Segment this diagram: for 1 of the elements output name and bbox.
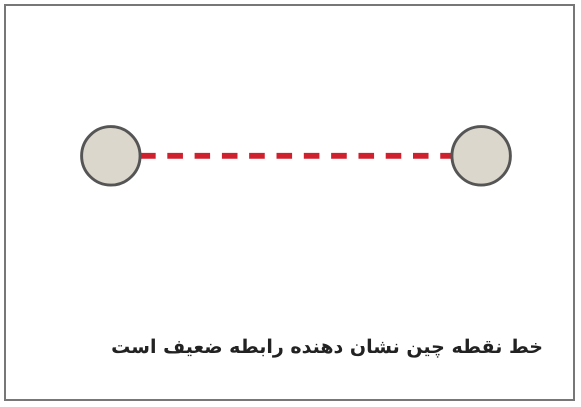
caption: خط نقطه چین نشان دهنده رابطه ضعیف است — [111, 336, 543, 358]
